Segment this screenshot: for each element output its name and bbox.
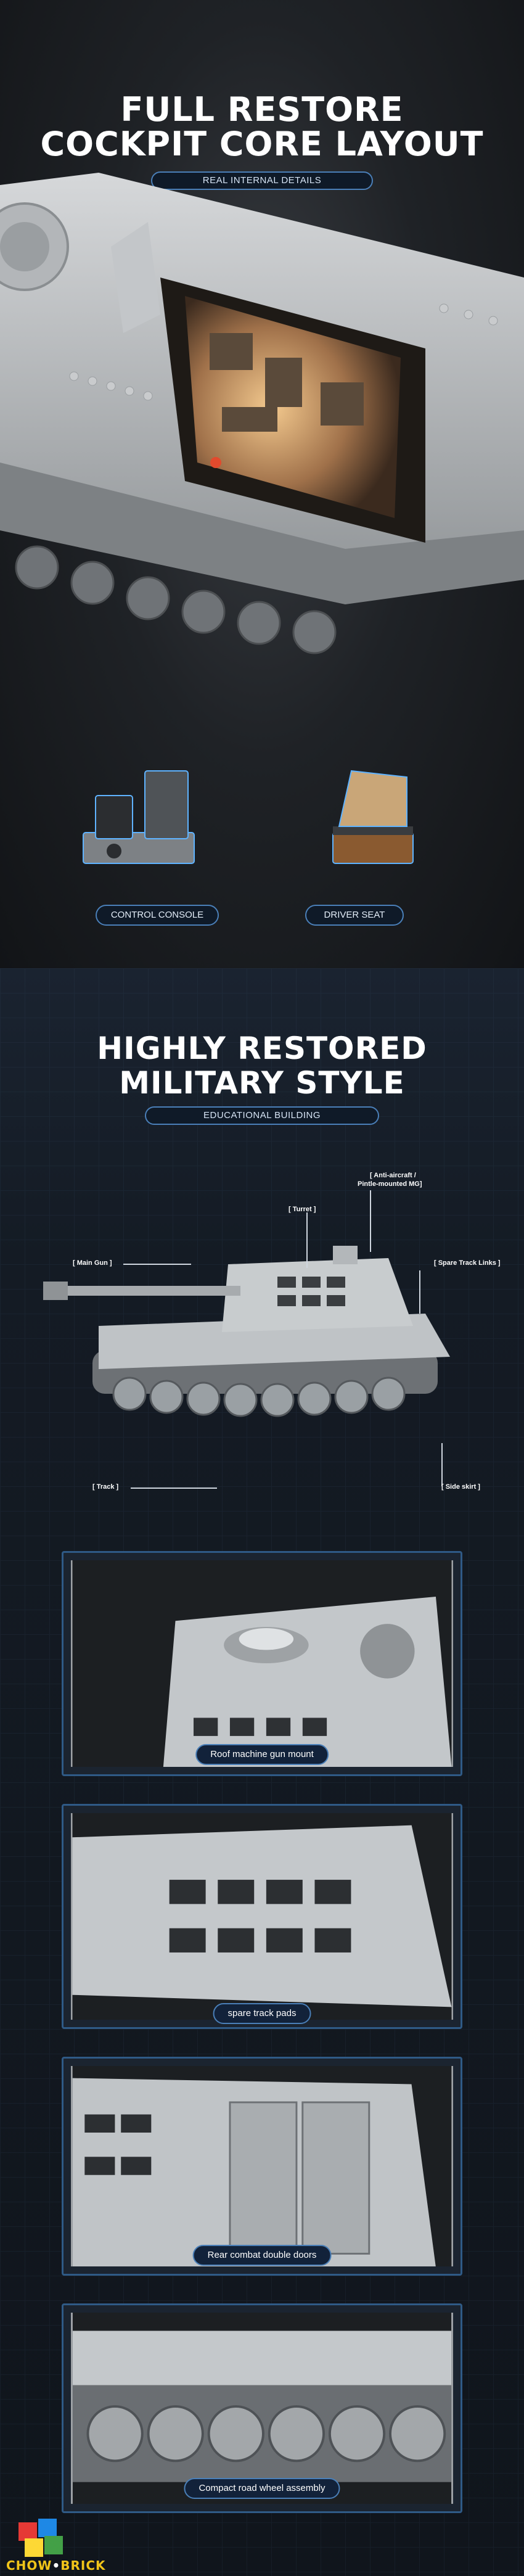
detail-frame-roof-mg: Roof machine gun mount bbox=[62, 1551, 462, 1776]
detail-frame-rear-doors: Rear combat double doors bbox=[62, 2057, 462, 2276]
caption-road-wheels: Compact road wheel assembly bbox=[184, 2478, 340, 2499]
cockpit-subtitle: REAL INTERNAL DETAILS bbox=[151, 171, 373, 190]
caption-rear-doors: Rear combat double doors bbox=[192, 2245, 332, 2266]
callout-line-turret bbox=[306, 1212, 308, 1268]
cockpit-section: FULL RESTORE COCKPIT CORE LAYOUT REAL IN… bbox=[0, 0, 524, 968]
caption-roof-mg: Roof machine gun mount bbox=[195, 1744, 329, 1765]
military-title: HIGHLY RESTORED MILITARY STYLE bbox=[97, 1031, 427, 1101]
road-wheels-image bbox=[72, 2313, 452, 2504]
spare-track-image bbox=[72, 1813, 452, 2020]
callout-main-gun: [ Main Gun ] bbox=[73, 1259, 112, 1267]
control-console-icon bbox=[83, 770, 195, 864]
tank-interior-image bbox=[0, 173, 524, 654]
callout-line-aa bbox=[370, 1190, 371, 1252]
callout-spare-track: [ Spare Track Links ] bbox=[434, 1259, 501, 1267]
brand-name: CHOW•BRICK bbox=[6, 2558, 106, 2573]
driver-seat-icon bbox=[332, 770, 414, 864]
roof-mg-image bbox=[72, 1560, 452, 1767]
detail-frame-road-wheels: Compact road wheel assembly bbox=[62, 2303, 462, 2513]
callout-turret: [ Turret ] bbox=[289, 1206, 316, 1213]
callout-side-skirt: [ Side skirt ] bbox=[441, 1483, 480, 1491]
military-subtitle: EDUCATIONAL BUILDING bbox=[145, 1106, 379, 1125]
callout-line-main-gun bbox=[123, 1264, 191, 1265]
caption-spare-track: spare track pads bbox=[213, 2003, 311, 2024]
detail-frame-spare-track: spare track pads bbox=[62, 1804, 462, 2029]
part-label-control-console: CONTROL CONSOLE bbox=[96, 905, 219, 926]
callout-line-side-skirt bbox=[441, 1443, 443, 1486]
tank-side-image bbox=[43, 1246, 450, 1417]
callout-line-track bbox=[131, 1488, 217, 1489]
part-label-driver-seat: DRIVER SEAT bbox=[305, 905, 404, 926]
callout-aa-line2: Pintle-mounted MG] bbox=[358, 1180, 422, 1188]
callout-track: [ Track ] bbox=[92, 1483, 119, 1491]
brand-logo-icon bbox=[18, 2519, 63, 2557]
rear-doors-image bbox=[72, 2066, 452, 2266]
callout-aa-line1: [ Anti-aircraft / bbox=[370, 1172, 416, 1179]
cockpit-title: FULL RESTORE COCKPIT CORE LAYOUT bbox=[40, 90, 484, 163]
callout-line-spare-track bbox=[419, 1270, 420, 1314]
